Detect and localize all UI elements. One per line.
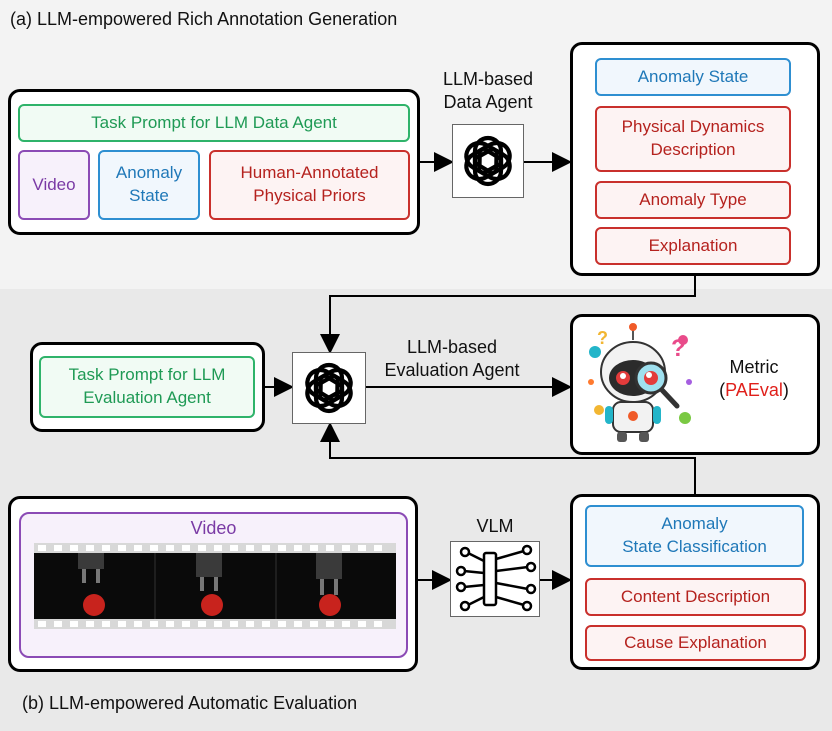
metric-label: Metric (PAEval) <box>704 356 804 403</box>
task-prompt-eval-agent: Task Prompt for LLM Evaluation Agent <box>39 356 255 418</box>
output-state-classification-line2: State Classification <box>622 537 767 556</box>
output-anomaly-state: Anomaly State <box>595 58 791 96</box>
robot-magnifier-mascot-icon: ? ? <box>588 323 692 442</box>
output-explanation-text: Explanation <box>648 235 738 255</box>
openai-logo-icon <box>305 362 353 414</box>
output-explanation: Explanation <box>595 227 791 265</box>
output-physical-dynamics-line2: Description <box>650 140 736 159</box>
metric-paren-close: ) <box>782 380 789 401</box>
video-frame-2 <box>196 553 223 616</box>
neural-chip-icon <box>450 541 540 617</box>
metric-paren-open: ( <box>719 380 726 401</box>
task-prompt-data-agent-text: Task Prompt for LLM Data Agent <box>91 112 337 132</box>
video-frame-1 <box>78 553 105 616</box>
eval-agent-label-line1: LLM-based <box>406 337 498 357</box>
output-cause-explanation: Cause Explanation <box>585 625 806 661</box>
video-label: Video <box>190 518 237 538</box>
output-state-classification: Anomaly State Classification <box>585 505 804 567</box>
input-anomaly-state-line2: State <box>129 186 169 205</box>
video-frame-3 <box>316 553 342 616</box>
output-anomaly-type: Anomaly Type <box>595 181 791 219</box>
svg-text:?: ? <box>671 335 686 362</box>
metric-label-text: Metric <box>729 357 779 377</box>
output-anomaly-type-text: Anomaly Type <box>639 189 747 209</box>
output-physical-dynamics-line1: Physical Dynamics <box>621 117 765 137</box>
panel-a-title: (a) LLM-empowered Rich Annotation Genera… <box>10 9 398 29</box>
task-prompt-eval-agent-line1: Task Prompt for LLM <box>68 365 226 385</box>
output-content-description: Content Description <box>585 578 806 616</box>
arrow-annotations-to-eval-agent <box>320 276 696 354</box>
data-agent-box <box>452 124 524 198</box>
output-content-description-text: Content Description <box>620 586 771 606</box>
input-video: Video <box>18 150 90 220</box>
eval-agent-label: LLM-based Evaluation Agent <box>372 336 532 383</box>
metric-name-paeval: PAEval <box>725 380 783 401</box>
video-filmstrip <box>34 543 396 629</box>
openai-logo-icon <box>464 135 512 187</box>
panel-b-title: (b) LLM-empowered Automatic Evaluation <box>22 693 358 713</box>
task-prompt-data-agent: Task Prompt for LLM Data Agent <box>18 104 410 142</box>
input-anomaly-state: Anomaly State <box>98 150 200 220</box>
metric-name-line: (PAEval) <box>704 379 804 402</box>
input-physical-priors: Human-Annotated Physical Priors <box>209 150 410 220</box>
input-physical-priors-line1: Human-Annotated <box>240 163 379 183</box>
eval-agent-label-line2: Evaluation Agent <box>384 360 520 381</box>
eval-agent-box <box>292 352 366 424</box>
data-agent-label: LLM-based Data Agent <box>428 68 548 115</box>
vlm-label: VLM <box>476 516 514 536</box>
data-agent-label-line1: LLM-based <box>442 69 534 89</box>
output-state-classification-line1: Anomaly <box>661 514 728 534</box>
svg-text:?: ? <box>597 328 608 348</box>
output-physical-dynamics: Physical Dynamics Description <box>595 106 791 172</box>
output-anomaly-state-text: Anomaly State <box>637 66 749 86</box>
data-agent-label-line2: Data Agent <box>443 92 533 113</box>
task-prompt-eval-agent-line2: Evaluation Agent <box>83 388 211 407</box>
input-anomaly-state-line1: Anomaly <box>115 163 183 183</box>
output-cause-explanation-text: Cause Explanation <box>624 632 767 652</box>
arrow-vlm-outputs-to-eval-agent <box>320 422 696 494</box>
input-physical-priors-line2: Physical Priors <box>253 186 366 205</box>
input-video-text: Video <box>32 174 76 194</box>
